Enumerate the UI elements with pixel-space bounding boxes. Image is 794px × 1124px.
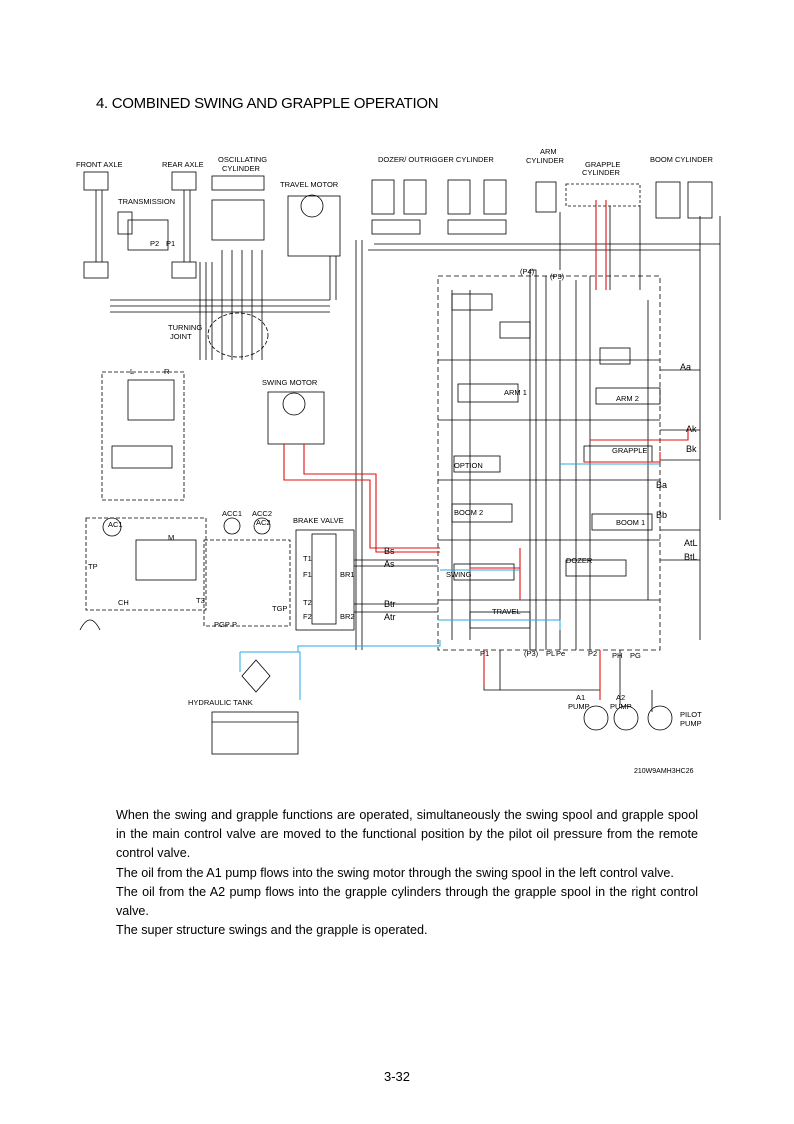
label-turning-joint: TURNING <box>168 323 203 332</box>
label-p: P <box>232 620 238 629</box>
label-a1-pump-2: PUMP <box>568 702 590 711</box>
label-m: M <box>168 533 175 542</box>
label-t3: T3 <box>196 596 205 605</box>
label-hydraulic-tank: HYDRAULIC TANK <box>188 698 253 707</box>
page-number: 3-32 <box>383 1069 411 1084</box>
label-tp: TP <box>88 562 98 571</box>
label-dozer-outrigger: DOZER/ OUTRIGGER CYLINDER <box>378 155 494 164</box>
label-btr: Btr <box>384 599 396 609</box>
label-as: As <box>384 559 395 569</box>
label-a1-pump: A1 <box>576 693 586 702</box>
label-front-axle: FRONT AXLE <box>76 160 123 169</box>
label-boom1: BOOM 1 <box>616 518 646 527</box>
label-a2-pump: A2 <box>616 693 626 702</box>
label-p3: (P3) <box>550 272 565 281</box>
label-t2: T2 <box>303 598 312 607</box>
label-pgp: PGP <box>214 620 230 629</box>
label-p3b: (P3) <box>524 649 539 658</box>
paragraph-1: When the swing and grapple functions are… <box>116 808 698 861</box>
label-atr: Atr <box>384 612 396 622</box>
label-t1: T1 <box>303 554 312 563</box>
label-ac1: AC1 <box>108 520 123 529</box>
label-arm-cylinder-2: CYLINDER <box>526 156 564 165</box>
label-swing: SWING <box>446 570 472 579</box>
paragraph-3: The oil from the A2 pump flows into the … <box>116 884 698 919</box>
label-pl: PL <box>546 649 556 658</box>
label-ac2: AC2 <box>256 518 271 527</box>
label-pg: PG <box>630 651 641 660</box>
label-arm-cylinder: ARM <box>540 147 557 156</box>
label-boom2: BOOM 2 <box>454 508 484 517</box>
diagram-labels: FRONT AXLE REAR AXLE OSCILLATING CYLINDE… <box>76 147 713 775</box>
hydraulic-circuit-diagram <box>79 171 721 755</box>
label-br2: BR2 <box>340 612 355 621</box>
label-turning-joint-2: JOINT <box>170 332 192 341</box>
label-grapple: GRAPPLE <box>612 446 648 455</box>
label-travel-motor: TRAVEL MOTOR <box>280 180 339 189</box>
label-trans-p2: P2 <box>150 239 160 248</box>
label-l: L <box>130 367 135 376</box>
label-pilot-pump-2: PUMP <box>680 719 702 728</box>
paragraph-2: The oil from the A1 pump flows into the … <box>116 865 674 880</box>
label-brake-valve: BRAKE VALVE <box>293 516 344 525</box>
label-bb: Bb <box>656 510 668 520</box>
label-ch: CH <box>118 598 129 607</box>
label-travel: TRAVEL <box>492 607 521 616</box>
label-pilot-pump: PILOT <box>680 710 702 719</box>
label-grapple-cylinder-2: CYLINDER <box>582 168 620 177</box>
label-oscillating-2: CYLINDER <box>222 164 260 173</box>
label-ak: Ak <box>686 424 697 434</box>
label-boom-cylinder: BOOM CYLINDER <box>650 155 713 164</box>
description-text: When the swing and grapple functions are… <box>116 806 698 940</box>
label-f2: F2 <box>303 612 312 621</box>
label-ba: Ba <box>656 480 668 490</box>
label-rear-axle: REAR AXLE <box>162 160 204 169</box>
label-trans-p1: P1 <box>166 239 176 248</box>
label-p1: P1 <box>480 649 490 658</box>
label-swing-motor: SWING MOTOR <box>262 378 318 387</box>
paragraph-4: The super structure swings and the grapp… <box>116 923 428 938</box>
label-grapple-cylinder: GRAPPLE <box>585 160 621 169</box>
page-title: 4. COMBINED SWING AND GRAPPLE OPERATION <box>96 95 439 112</box>
label-pe: Pe <box>556 649 566 658</box>
label-option: OPTION <box>454 461 483 470</box>
label-dozer: DOZER <box>566 556 593 565</box>
label-atl: AtL <box>684 538 698 548</box>
label-bs: Bs <box>384 546 395 556</box>
label-aa: Aa <box>680 362 692 372</box>
label-a2-pump-2: PUMP <box>610 702 632 711</box>
diagram-ref-code: 210W9AMH3HC26 <box>634 768 694 775</box>
label-ph: PH <box>612 651 623 660</box>
label-p4: (P4) <box>520 267 535 276</box>
label-br1: BR1 <box>340 570 355 579</box>
label-transmission: TRANSMISSION <box>118 197 176 206</box>
label-acc1: ACC1 <box>222 509 243 518</box>
label-acc2: ACC2 <box>252 509 273 518</box>
label-btl: BtL <box>684 552 698 562</box>
label-tgp: TGP <box>272 604 288 613</box>
label-arm2: ARM 2 <box>616 394 639 403</box>
label-r: R <box>164 367 170 376</box>
label-arm1: ARM 1 <box>504 388 527 397</box>
label-p2: P2 <box>588 649 598 658</box>
label-oscillating: OSCILLATING <box>218 155 268 164</box>
label-f1: F1 <box>303 570 312 579</box>
label-bk: Bk <box>686 444 697 454</box>
